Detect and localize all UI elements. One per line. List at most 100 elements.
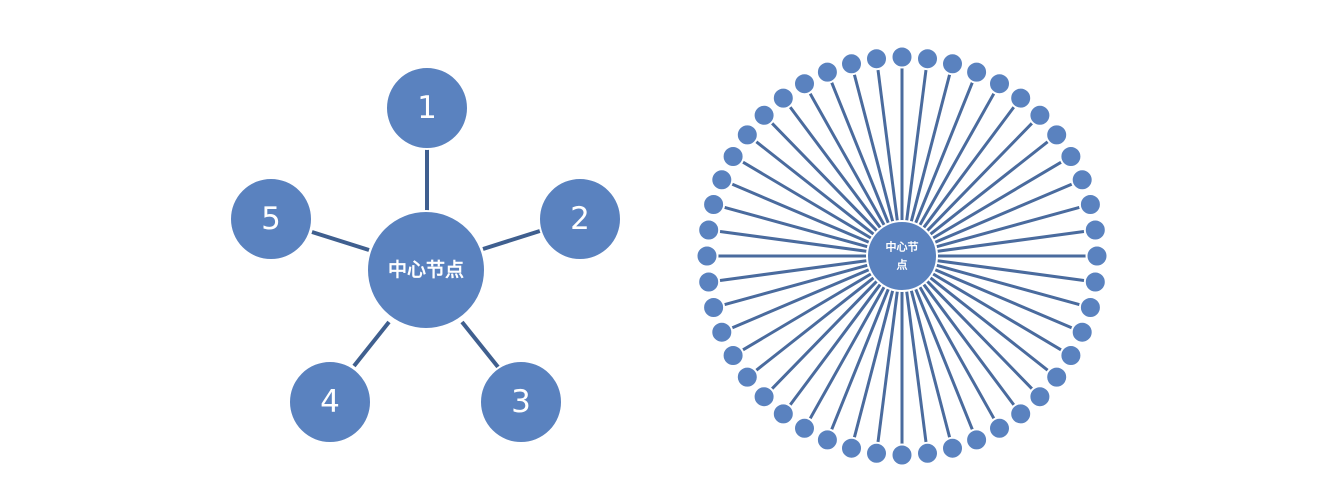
large-star-edge bbox=[914, 287, 974, 431]
large-star-leaf-node bbox=[916, 47, 939, 71]
large-star-edge bbox=[770, 121, 879, 233]
large-star-edge bbox=[741, 160, 873, 240]
large-star-edge bbox=[922, 105, 1016, 230]
large-star-leaf-node bbox=[840, 52, 863, 76]
center-node-large: 中心节 点 bbox=[866, 220, 938, 292]
large-star-leaf-node bbox=[771, 402, 795, 426]
large-star-leaves bbox=[695, 45, 1109, 467]
large-star-leaf-node bbox=[1078, 193, 1102, 216]
large-star-leaf-node bbox=[1070, 168, 1094, 192]
large-star-leaf-node bbox=[721, 145, 745, 168]
large-star-edge bbox=[718, 229, 868, 253]
large-star-leaf-node bbox=[1085, 244, 1109, 268]
edge-center-to-node-2 bbox=[482, 228, 544, 251]
large-star-leaf-node bbox=[815, 60, 839, 84]
large-star-edge bbox=[830, 81, 890, 225]
large-star-edge bbox=[928, 276, 1050, 372]
large-star-edge bbox=[935, 205, 1081, 249]
large-star-edge bbox=[876, 290, 899, 444]
small-star-network: 1 2 3 4 5 中心节点 bbox=[229, 66, 622, 444]
large-star-edge bbox=[914, 81, 974, 225]
large-star-edge bbox=[918, 285, 996, 420]
edge-center-to-node-5 bbox=[311, 230, 370, 252]
center-node-small-label: 中心节点 bbox=[388, 258, 464, 281]
large-star-edge bbox=[909, 289, 952, 439]
large-star-edge bbox=[770, 279, 879, 391]
large-star-edge bbox=[754, 140, 876, 236]
large-star-leaf-node bbox=[965, 428, 989, 452]
large-star-leaf-node bbox=[1070, 320, 1094, 344]
large-star-leaf-node bbox=[752, 103, 776, 127]
large-star-edge bbox=[933, 268, 1074, 330]
large-star-leaf-node bbox=[710, 320, 734, 344]
large-star-leaf-node bbox=[721, 344, 745, 367]
large-star-edge bbox=[931, 272, 1063, 352]
large-star-edge bbox=[830, 287, 890, 431]
large-star-leaf-node bbox=[697, 218, 721, 242]
large-star-leaf-node bbox=[916, 441, 939, 465]
large-star-leaf-node bbox=[941, 436, 964, 460]
large-star-leaf-node bbox=[988, 72, 1011, 96]
large-star-edge bbox=[788, 282, 882, 407]
large-star-edge bbox=[852, 73, 895, 223]
leaf-node-3-label: 3 bbox=[511, 384, 531, 420]
large-star-edge bbox=[723, 263, 869, 307]
large-star-leaf-node bbox=[815, 428, 839, 452]
large-star-leaf-node bbox=[1059, 145, 1083, 168]
large-star-edge bbox=[718, 259, 868, 283]
large-star-edge bbox=[723, 205, 869, 249]
large-star-leaf-node bbox=[1009, 86, 1033, 110]
large-star-leaf-node bbox=[735, 365, 759, 389]
large-star-edge bbox=[918, 92, 996, 227]
large-star-leaf-node bbox=[865, 47, 888, 71]
edge-center-to-node-3 bbox=[460, 320, 500, 369]
leaf-node-1-label: 1 bbox=[417, 90, 437, 126]
large-star-leaf-node bbox=[840, 436, 863, 460]
large-star-edge bbox=[808, 92, 886, 227]
leaf-node-4: 4 bbox=[288, 360, 372, 444]
large-star-leaf-node bbox=[1078, 296, 1102, 319]
center-node-large-label-line1: 中心节 bbox=[886, 240, 919, 254]
leaf-node-5: 5 bbox=[229, 177, 313, 261]
large-star-edge bbox=[905, 68, 928, 222]
large-star-edge bbox=[905, 290, 928, 444]
center-node-small: 中心节点 bbox=[366, 210, 486, 330]
large-star-edge bbox=[852, 289, 895, 439]
large-star-leaf-node bbox=[1059, 344, 1083, 367]
large-star-edge bbox=[730, 182, 871, 244]
edge-center-to-node-4 bbox=[352, 320, 391, 368]
large-star-leaf-node bbox=[1083, 218, 1107, 242]
large-star-leaf-node bbox=[1083, 270, 1107, 294]
large-star-leaf-node bbox=[965, 60, 989, 84]
large-star-edge bbox=[935, 263, 1081, 307]
center-node-large-label-line2: 点 bbox=[897, 258, 908, 272]
large-star-leaf-node bbox=[1028, 103, 1052, 127]
leaf-node-5-label: 5 bbox=[261, 201, 281, 237]
large-star-leaf-node bbox=[793, 416, 816, 440]
large-star-leaf-node bbox=[865, 441, 888, 465]
large-star-leaf-node bbox=[988, 416, 1011, 440]
large-star-edge bbox=[936, 259, 1086, 283]
large-star-edge bbox=[876, 68, 899, 222]
large-star-leaf-node bbox=[702, 193, 726, 216]
large-star-leaf-node bbox=[695, 244, 719, 268]
large-star-leaf-node bbox=[735, 123, 759, 147]
large-star-leaf-node bbox=[752, 385, 776, 409]
large-star-leaf-node bbox=[1045, 365, 1069, 389]
large-star-leaf-node bbox=[771, 86, 795, 110]
large-star-edge bbox=[741, 272, 873, 352]
leaf-node-2-label: 2 bbox=[570, 201, 590, 237]
large-star-edge bbox=[925, 279, 1034, 391]
large-star-edge bbox=[808, 285, 886, 420]
large-star-leaf-node bbox=[1028, 385, 1052, 409]
large-star-edge bbox=[936, 229, 1086, 253]
leaf-node-2: 2 bbox=[538, 177, 622, 261]
large-star-edge bbox=[909, 73, 952, 223]
large-star-edge bbox=[931, 160, 1063, 240]
large-star-leaf-node bbox=[1045, 123, 1069, 147]
large-star-edges bbox=[717, 67, 1087, 445]
large-star-leaf-node bbox=[697, 270, 721, 294]
large-star-leaf-node bbox=[941, 52, 964, 76]
large-star-leaf-node bbox=[710, 168, 734, 192]
